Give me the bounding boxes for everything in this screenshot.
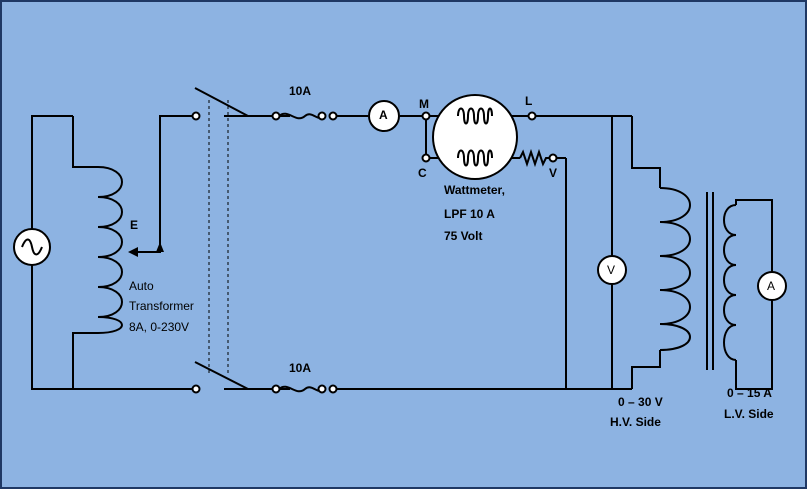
autotransformer-label-3: 8A, 0-230V: [129, 320, 190, 334]
pressure-coil: [457, 149, 493, 167]
voltmeter-label: V: [607, 263, 616, 277]
terminal-v-label: V: [549, 166, 558, 180]
autotransformer-coil: [97, 166, 123, 334]
tap-arrow-icon: [128, 247, 138, 257]
terminal-l-label: L: [525, 94, 533, 108]
current-coil: [457, 107, 493, 125]
ac-source-icon: [13, 228, 51, 266]
wiring: [31, 115, 773, 390]
ammeter-lv-label: A: [767, 279, 776, 293]
fuse-bottom-label: 10A: [289, 361, 312, 375]
ammeter-main-label: A: [379, 108, 388, 122]
wattmeter-label-3: 75 Volt: [444, 229, 483, 243]
wattmeter: [421, 94, 558, 180]
double-pole-switch: [191, 87, 249, 394]
terminal-m-label: M: [419, 97, 429, 111]
ammeter-lv: [757, 271, 787, 301]
lv-rating-label: 0 – 15 A: [727, 386, 772, 400]
fuse-top-label: 10A: [289, 84, 312, 98]
lv-side-label: L.V. Side: [724, 407, 774, 421]
ammeter-main: [368, 100, 400, 132]
autotransformer-label-2: Transformer: [129, 299, 194, 313]
series-resistor-icon: [519, 148, 553, 168]
terminal-c-label: C: [418, 166, 427, 180]
hv-rating-label: 0 – 30 V: [618, 395, 663, 409]
hv-winding: [659, 187, 691, 351]
tap-arrowhead-icon: [156, 242, 164, 252]
autotransformer-label-1: Auto: [129, 279, 154, 293]
fuse-top: [271, 111, 338, 121]
lv-winding: [723, 204, 737, 361]
autotransformer-tap-label: E: [130, 218, 139, 232]
voltmeter: [597, 255, 627, 285]
wattmeter-label-2: LPF 10 A: [444, 207, 495, 221]
hv-side-label: H.V. Side: [610, 415, 661, 429]
fuse-bottom: [271, 384, 338, 394]
wattmeter-label-1: Wattmeter,: [444, 183, 505, 197]
